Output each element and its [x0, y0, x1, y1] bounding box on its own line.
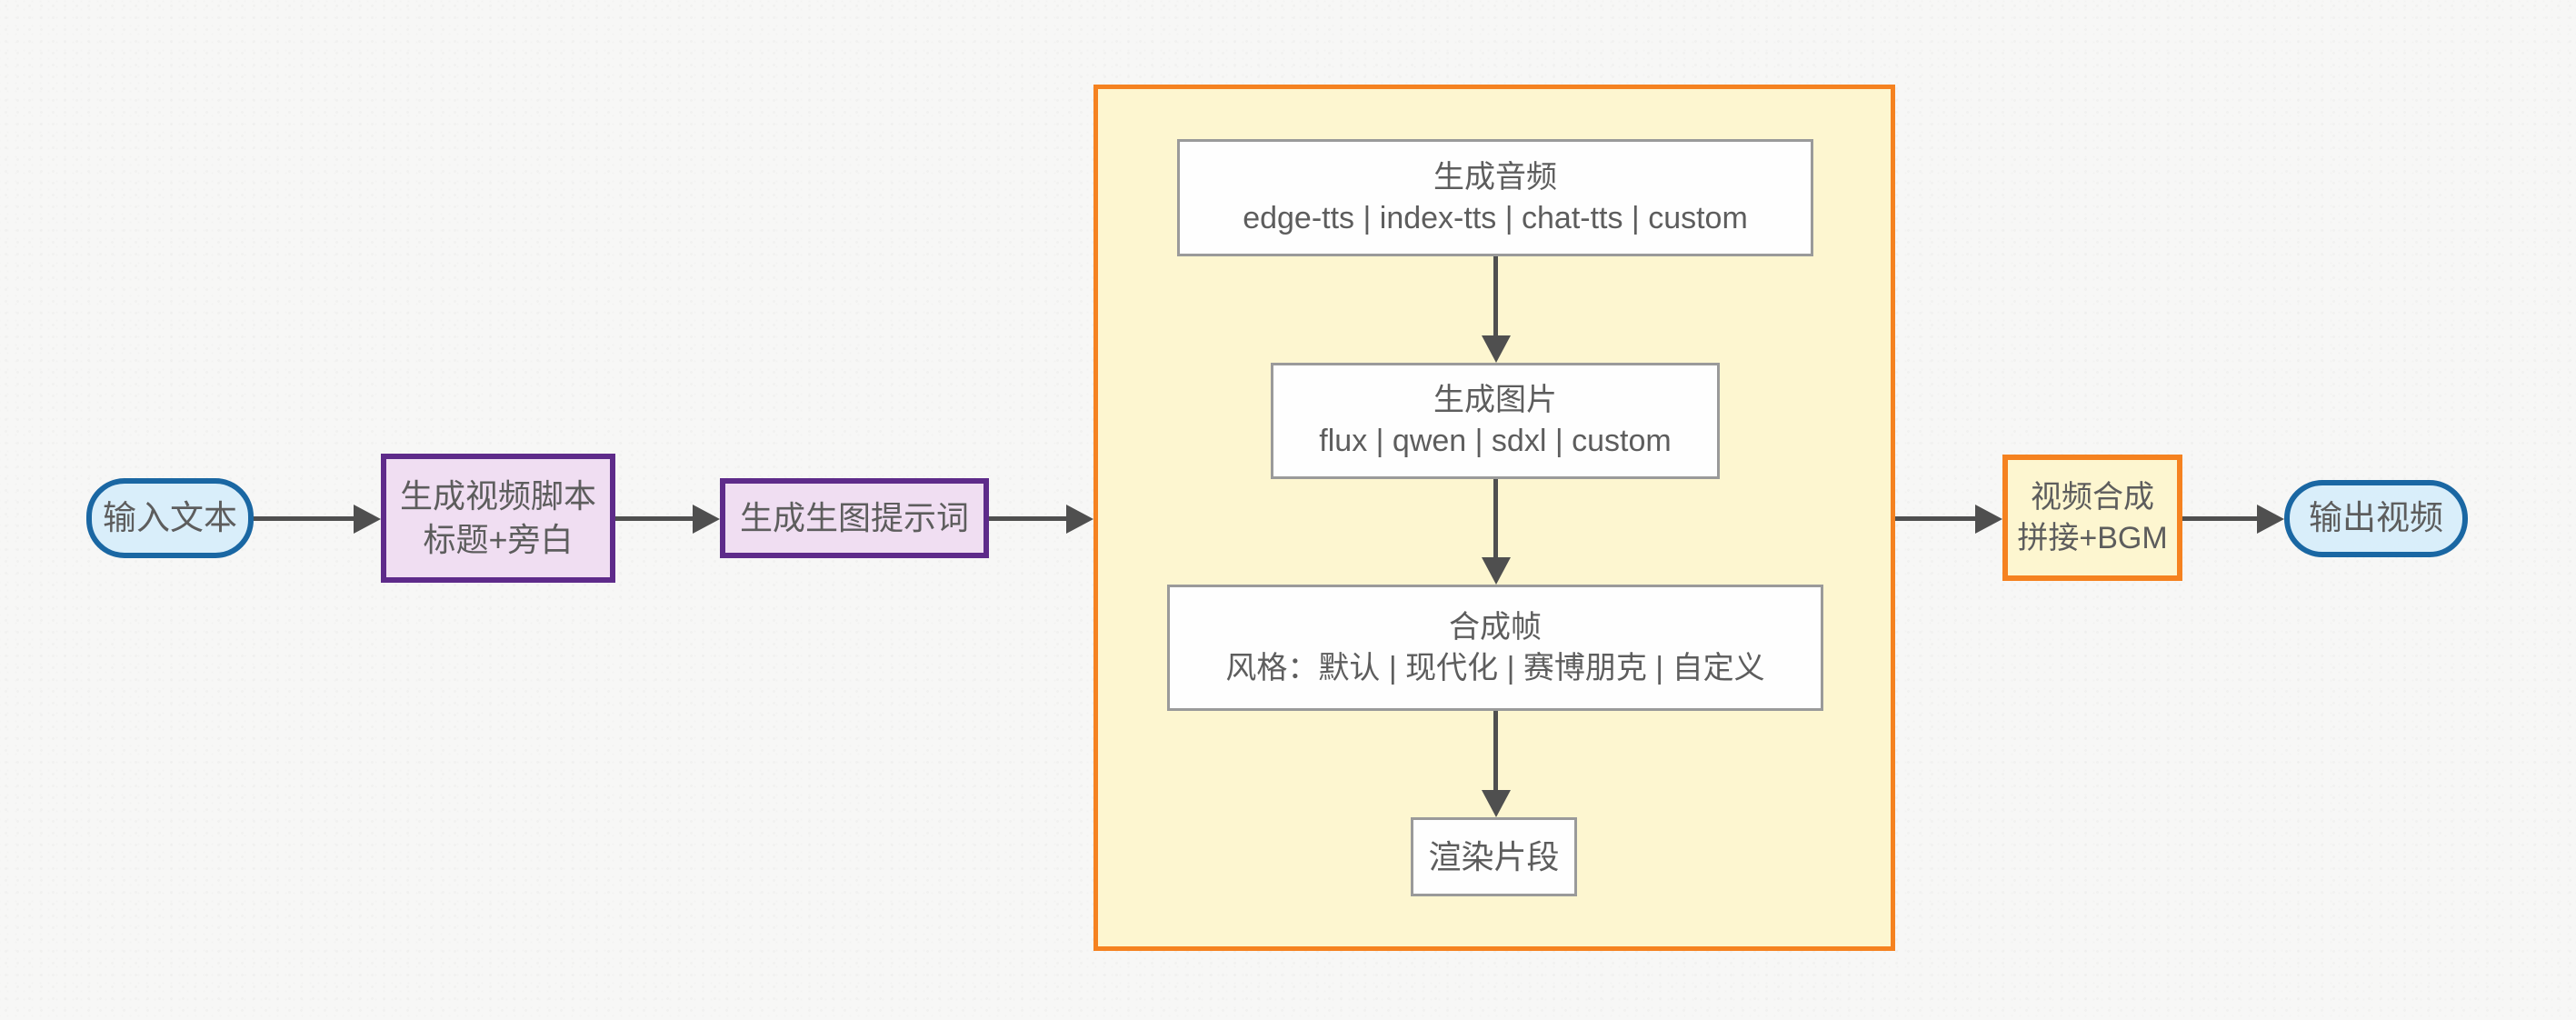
- node-generate-image: 生成图片 flux | qwen | sdxl | custom: [1271, 363, 1720, 479]
- node-generate-script-line1: 生成视频脚本: [399, 477, 596, 515]
- node-video-compose: 视频合成 拼接+BGM: [2002, 455, 2182, 581]
- node-compose-frame: 合成帧 风格：默认 | 现代化 | 赛博朋克 | 自定义: [1167, 585, 1823, 711]
- node-output-video-label: 输出视频: [2309, 499, 2443, 537]
- node-generate-audio-line1: 生成音频: [1433, 159, 1557, 195]
- edge-prompt-to-pipeline-arrow: [989, 504, 1093, 534]
- node-generate-image-line2: flux | qwen | sdxl | custom: [1319, 424, 1672, 458]
- node-input-text-label: 输入文本: [103, 498, 237, 536]
- node-video-compose-line2: 拼接+BGM: [2017, 520, 2168, 555]
- edge-pipeline-to-compose-arrow: [1895, 504, 2002, 534]
- node-image-prompt-label: 生成生图提示词: [739, 499, 969, 537]
- node-input-text: 输入文本: [86, 478, 254, 558]
- node-output-video: 输出视频: [2284, 480, 2468, 557]
- edge-audio-to-image-arrow: [1481, 256, 1511, 363]
- node-generate-script: 生成视频脚本 标题+旁白: [381, 454, 615, 583]
- edge-input-to-script-arrow: [254, 504, 381, 534]
- node-compose-frame-line2: 风格：默认 | 现代化 | 赛博朋克 | 自定义: [1225, 650, 1765, 685]
- edge-compose-to-output-arrow: [2182, 504, 2284, 534]
- edge-image-to-frame-arrow: [1481, 479, 1511, 585]
- node-render-clip: 渲染片段: [1411, 817, 1577, 896]
- node-render-clip-label: 渲染片段: [1428, 837, 1560, 875]
- node-generate-image-line1: 生成图片: [1433, 383, 1557, 418]
- node-compose-frame-line1: 合成帧: [1449, 609, 1542, 645]
- node-generate-script-line2: 标题+旁白: [423, 521, 574, 558]
- edge-frame-to-render-arrow: [1481, 711, 1511, 817]
- node-generate-audio: 生成音频 edge-tts | index-tts | chat-tts | c…: [1177, 139, 1813, 256]
- edge-script-to-prompt-arrow: [615, 504, 720, 534]
- node-image-prompt: 生成生图提示词: [720, 478, 989, 558]
- node-video-compose-line1: 视频合成: [2031, 479, 2154, 515]
- node-generate-audio-line2: edge-tts | index-tts | chat-tts | custom: [1243, 200, 1748, 235]
